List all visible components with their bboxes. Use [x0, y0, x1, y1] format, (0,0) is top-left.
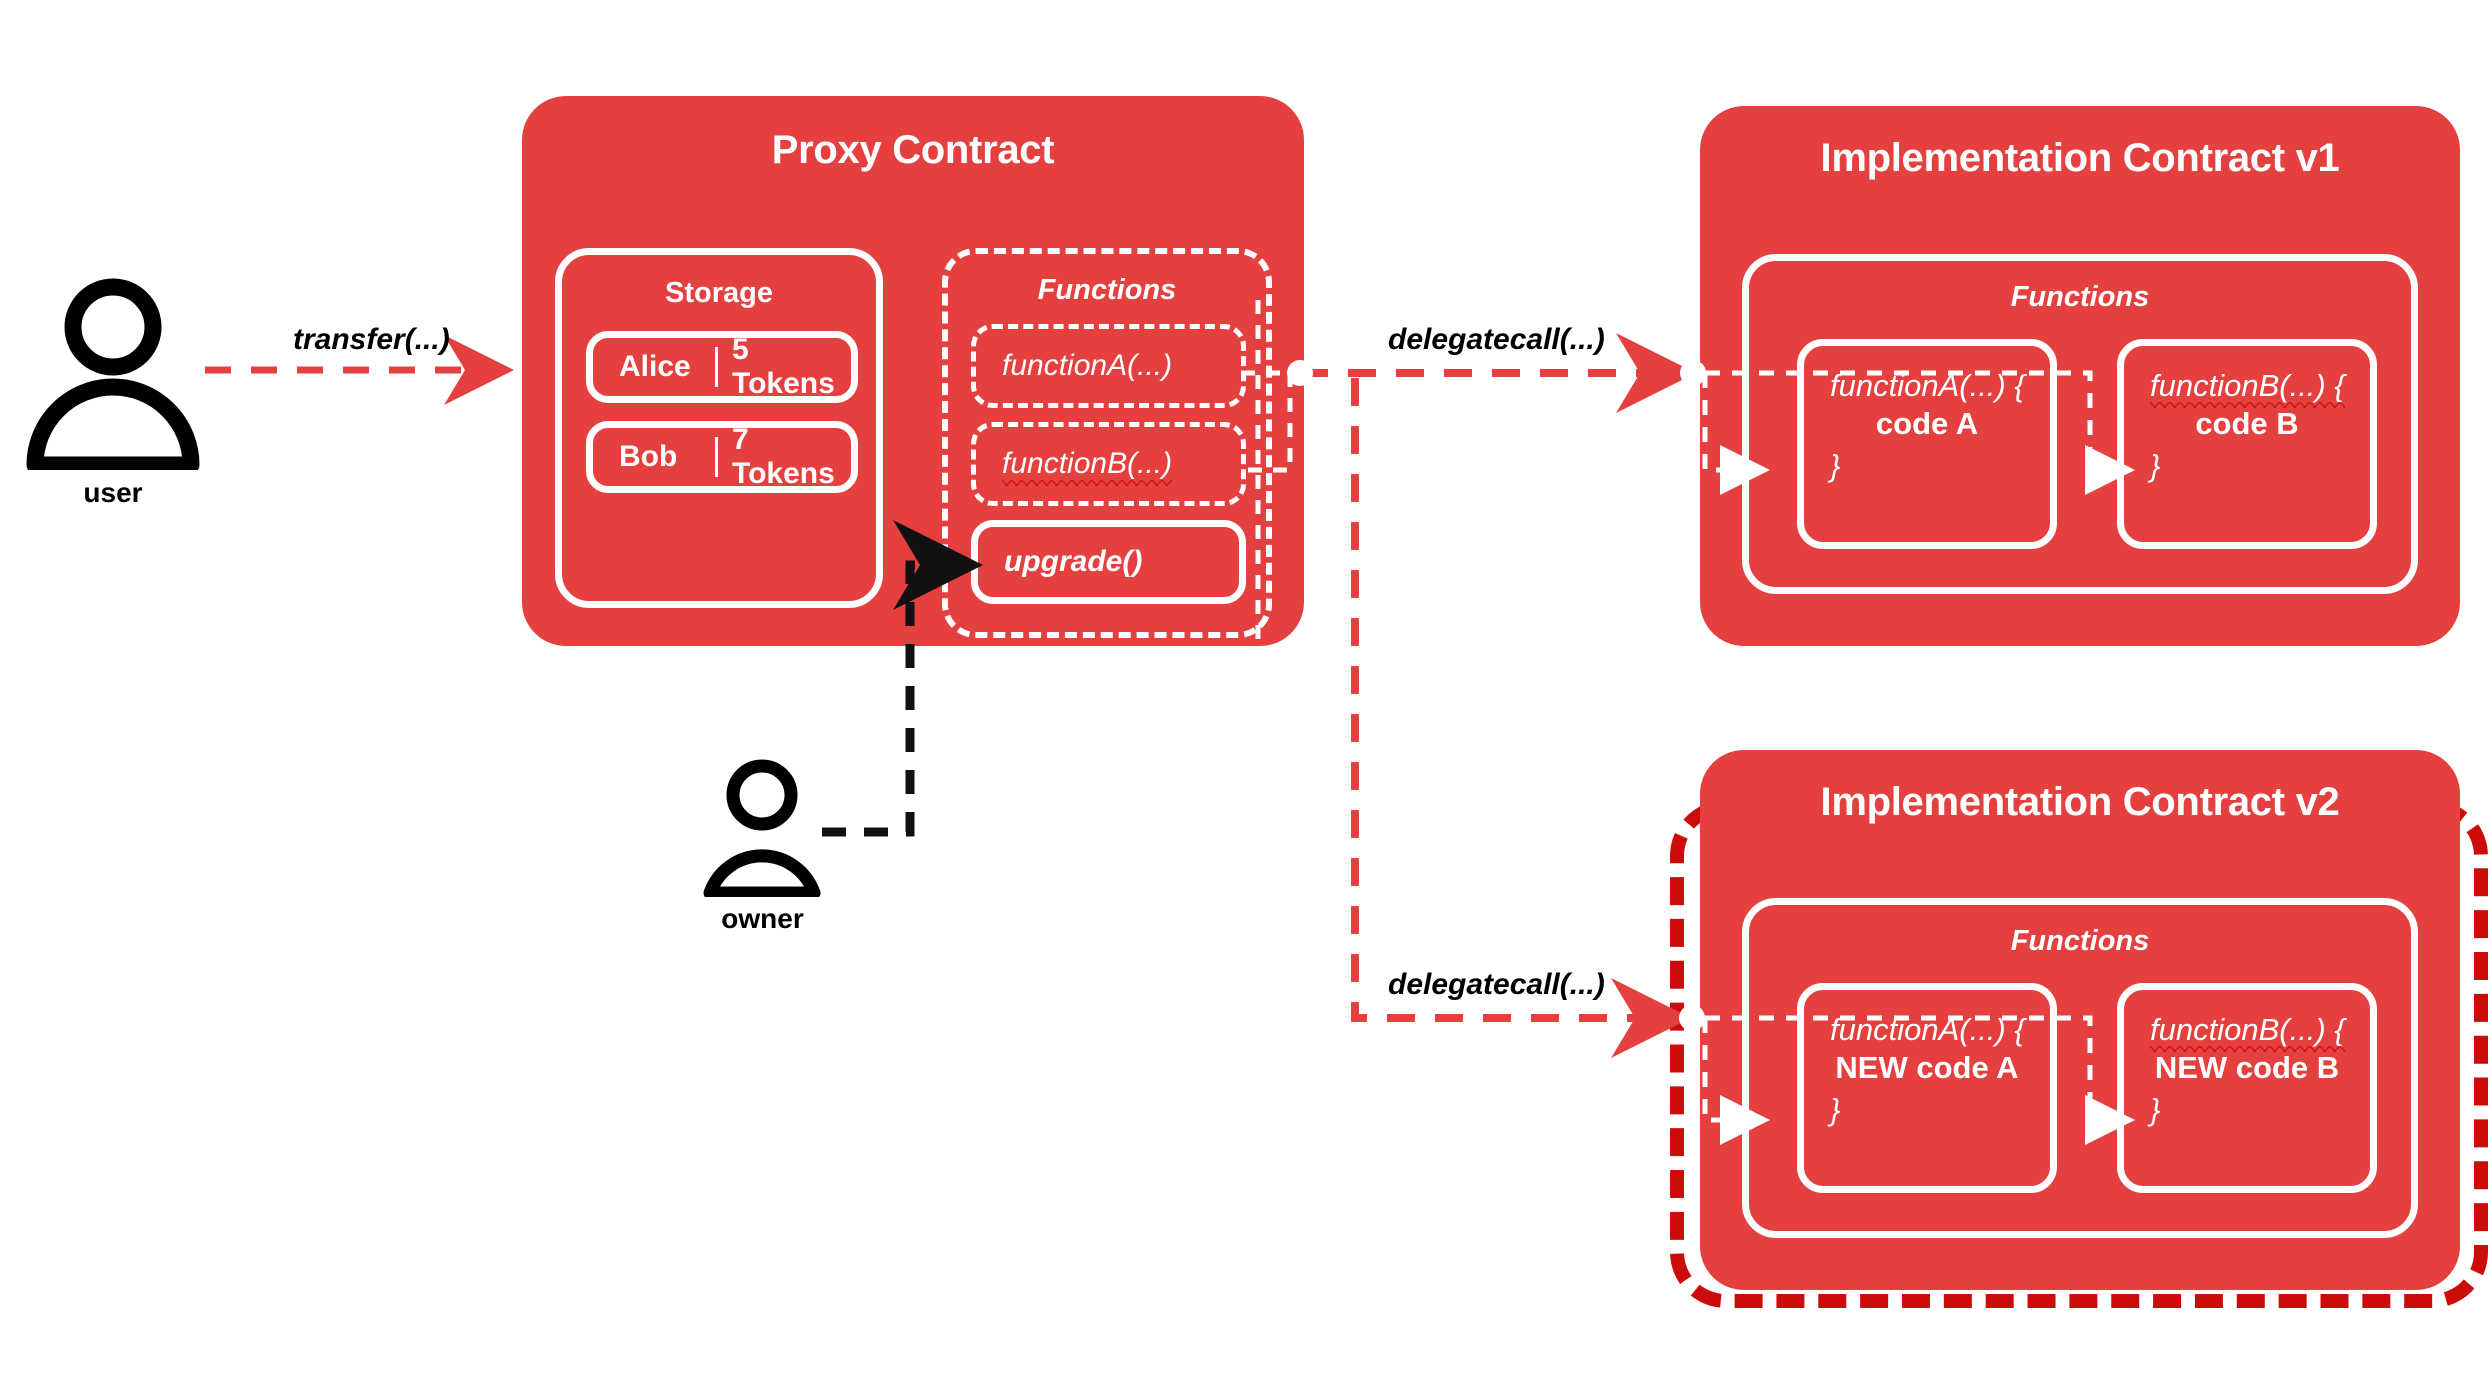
impl-v2-codebox-close: }: [1830, 1092, 1841, 1127]
actor-owner-label: owner: [721, 903, 804, 934]
impl-v1-codebox-body: code A: [1875, 406, 1979, 441]
proxy-functions-label: Functions: [1037, 274, 1177, 306]
impl-v2-functions-label: Functions: [2010, 925, 2150, 957]
impl-v1-codebox-functionb: functionB(...) { code B }: [2117, 339, 2377, 549]
impl-v2-codebox-body: NEW code A: [1835, 1050, 2019, 1085]
impl-v2-codebox-signature: functionB(...) {: [2150, 1012, 2345, 1047]
impl-v2-functions-panel: Functions functionA(...) { NEW code A } …: [1742, 898, 2418, 1238]
impl-v1-card[interactable]: Implementation Contract v1 Functions fun…: [1700, 106, 2460, 646]
proxy-contract-title: Proxy Contract: [771, 128, 1055, 172]
storage-row-value: 7 Tokens: [732, 423, 835, 490]
impl-v2-codebox-body: NEW code B: [2154, 1050, 2340, 1085]
impl-v2-title: Implementation Contract v2: [1820, 780, 2340, 824]
impl-v1-codebox-close: }: [1830, 448, 1841, 483]
proxy-function-chip-functionb[interactable]: functionB(...): [971, 422, 1246, 506]
storage-row-value: 5 Tokens: [732, 333, 835, 400]
impl-v2-card[interactable]: Implementation Contract v2 Functions fun…: [1700, 750, 2460, 1290]
edge-label-delegatecall-v1: delegatecall(...): [1388, 323, 1605, 356]
impl-v1-title: Implementation Contract v1: [1820, 136, 2340, 180]
impl-v2-codebox-close: }: [2150, 1092, 2161, 1127]
impl-v1-codebox-signature: functionA(...) {: [1830, 368, 2025, 403]
edge-delegatecall-v1: [1287, 333, 1706, 413]
storage-row-name: Bob: [619, 440, 678, 473]
impl-v1-codebox-signature: functionB(...) {: [2150, 368, 2345, 403]
impl-v2-codebox-functiona: functionA(...) { NEW code A }: [1797, 983, 2057, 1193]
edge-label-transfer: transfer(...): [293, 323, 450, 356]
impl-v1-functions-label: Functions: [2010, 281, 2150, 313]
impl-v2-codebox-functionb: functionB(...) { NEW code B }: [2117, 983, 2377, 1193]
impl-v1-codebox-body: code B: [2195, 406, 2299, 441]
proxy-contract-card[interactable]: Proxy Contract Storage Alice 5 Tokens Bo…: [522, 96, 1304, 646]
storage-row: Bob 7 Tokens: [586, 421, 858, 493]
impl-v1-functions-panel: Functions functionA(...) { code A } func…: [1742, 254, 2418, 594]
storage-row-separator: [715, 347, 718, 387]
actor-owner: owner: [700, 757, 825, 937]
proxy-function-chip-functiona[interactable]: functionA(...): [971, 324, 1246, 408]
impl-v1-codebox-close: }: [2150, 448, 2161, 483]
person-icon: [26, 278, 200, 474]
impl-v2-codebox-signature: functionA(...) {: [1830, 1012, 2025, 1047]
proxy-function-chip-label: functionB(...): [1002, 447, 1173, 486]
storage-row-separator: [715, 437, 718, 477]
storage-row: Alice 5 Tokens: [586, 331, 858, 403]
edge-delegatecall-v2: [1351, 378, 1705, 1058]
edge-label-delegatecall-v2: delegatecall(...): [1388, 968, 1605, 1001]
impl-v1-codebox-functiona: functionA(...) { code A }: [1797, 339, 2057, 549]
actor-user: user: [18, 275, 208, 515]
proxy-function-chip-upgrade[interactable]: upgrade(): [971, 520, 1246, 604]
proxy-function-chip-label: upgrade(): [1004, 545, 1143, 578]
storage-row-name: Alice: [619, 350, 691, 383]
actor-user-label: user: [83, 477, 143, 508]
person-icon: [703, 759, 821, 900]
proxy-storage-label: Storage: [665, 277, 773, 309]
proxy-function-chip-label: functionA(...): [1002, 349, 1173, 382]
proxy-storage-panel: Storage Alice 5 Tokens Bob 7 Tokens: [555, 248, 883, 608]
proxy-functions-panel: Functions functionA(...) functionB(...) …: [942, 248, 1272, 638]
